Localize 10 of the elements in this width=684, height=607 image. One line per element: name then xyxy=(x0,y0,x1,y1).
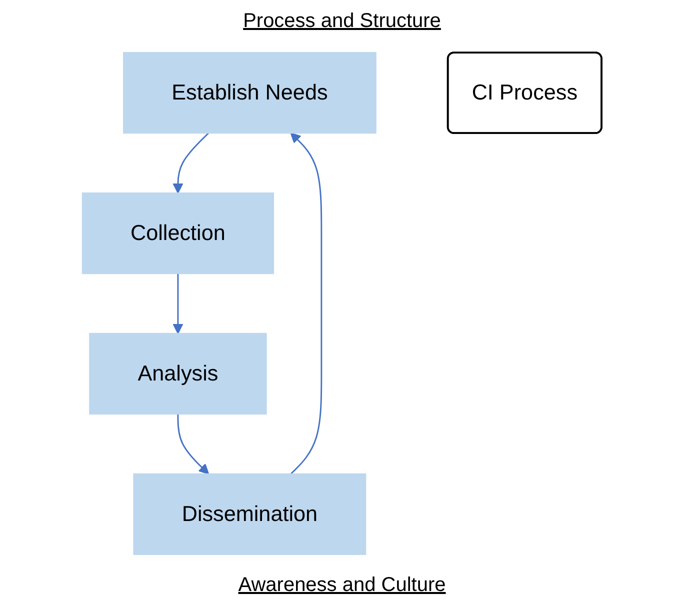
node-box: Dissemination xyxy=(133,473,366,555)
node-box: Establish Needs xyxy=(123,52,376,134)
arrow xyxy=(177,414,210,474)
arrow xyxy=(172,274,184,334)
diagram-caption: Awareness and Culture xyxy=(238,574,446,597)
node-box: Analysis xyxy=(89,332,267,415)
node-box: Collection xyxy=(82,192,274,274)
arrow xyxy=(172,132,210,194)
arrow xyxy=(290,132,322,474)
diagram-title: Process and Structure xyxy=(243,10,441,33)
